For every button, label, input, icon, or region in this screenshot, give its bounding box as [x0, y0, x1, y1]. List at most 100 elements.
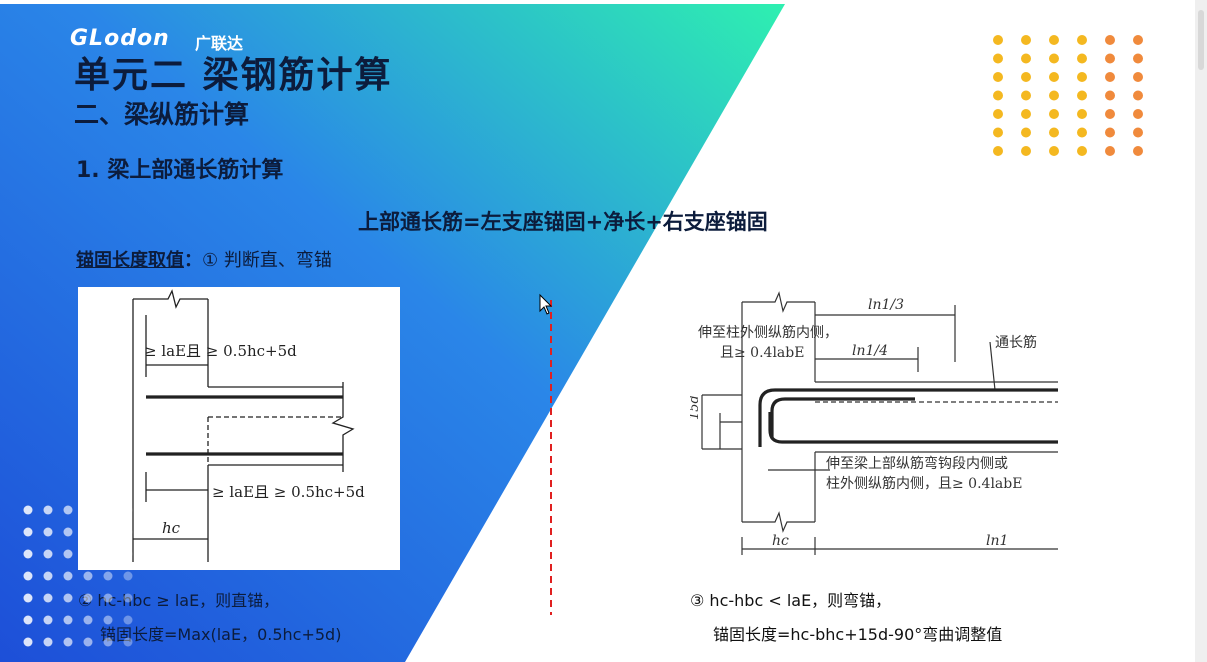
hc-label: hc	[772, 533, 789, 549]
decorative-dot	[1077, 127, 1087, 138]
decorative-dot	[23, 549, 33, 559]
decorative-dot	[83, 593, 93, 603]
decorative-dot	[83, 549, 93, 559]
top-second-bar	[770, 397, 915, 437]
decorative-dot	[83, 505, 93, 515]
decorative-dot	[23, 637, 33, 647]
decorative-dot	[23, 593, 33, 603]
anchor-label-colon: ：	[184, 250, 202, 271]
decorative-dot	[1021, 90, 1031, 101]
decorative-dot	[43, 571, 53, 581]
straight-anchor-svg: ≥ laE且 ≥ 0.5hc+5d ≥ laE且 ≥ 0.5hc+5d hc	[132, 289, 365, 562]
decorative-dot	[43, 637, 53, 647]
case3-line2: 锚固长度=hc-bhc+15d-90°弯曲调整值	[713, 625, 1003, 644]
decorative-dot	[1105, 127, 1115, 138]
decorative-dot	[43, 527, 53, 537]
bottom-dimension-label: ≥ laE且 ≥ 0.5hc+5d	[212, 483, 365, 501]
dim-15d-label: 15d	[690, 395, 702, 420]
bent-anchor-diagram: ln1/3 伸至柱外侧纵筋内侧， 且≥ 0.4labE ln1/4 通长筋 15…	[687, 287, 1062, 557]
decorative-dot	[123, 527, 133, 537]
decorative-dot	[1105, 146, 1115, 156]
decorative-dot	[63, 637, 73, 647]
decorative-dot	[1021, 35, 1031, 45]
decorative-dot	[1077, 109, 1087, 119]
decorative-dot	[1133, 127, 1143, 138]
note-top-line1: 伸至柱外侧纵筋内侧，	[698, 324, 838, 341]
decorative-dot	[23, 571, 33, 581]
decorative-dot	[83, 637, 93, 647]
decorative-dot	[123, 549, 133, 559]
decorative-dot	[123, 593, 133, 603]
decorative-dot	[43, 549, 53, 559]
ln1-4-label: ln1/4	[852, 343, 888, 359]
decorative-dot	[103, 571, 113, 581]
decorative-dot	[23, 505, 33, 515]
note-bottom-line2: 柱外侧纵筋内侧，且≥ 0.4labE	[826, 475, 1022, 492]
decorative-dot	[1133, 146, 1143, 156]
decorative-dot	[103, 637, 113, 647]
decorative-dot	[63, 593, 73, 603]
decorative-dot	[1049, 127, 1059, 138]
decorative-dot	[43, 505, 53, 515]
decorative-dot	[103, 593, 113, 603]
decorative-dot	[83, 615, 93, 625]
decorative-dots-top-right	[993, 35, 1143, 156]
scrollbar-thumb[interactable]	[1198, 10, 1204, 70]
page-title: 单元二 梁钢筋计算	[74, 55, 393, 96]
bent-anchor-svg: ln1/3 伸至柱外侧纵筋内侧， 且≥ 0.4labE ln1/4 通长筋 15…	[687, 291, 1058, 555]
mouse-cursor-icon	[539, 293, 553, 315]
decorative-dot	[1105, 53, 1115, 64]
decorative-dot	[1077, 90, 1087, 101]
decorative-dot	[1133, 90, 1143, 101]
decorative-dot	[1049, 35, 1059, 45]
page-subtitle: 二、梁纵筋计算	[74, 100, 250, 129]
decorative-dot	[63, 615, 73, 625]
anchor-label: 锚固长度取值：① 判断直、弯锚	[76, 246, 332, 272]
glodon-logo-cn: 广联达	[195, 34, 244, 53]
decorative-dot	[103, 527, 113, 537]
decorative-dot	[63, 571, 73, 581]
decorative-dot	[83, 527, 93, 537]
decorative-dot	[1133, 109, 1143, 119]
scrollbar[interactable]	[1195, 0, 1207, 662]
decorative-dot	[123, 615, 133, 625]
decorative-dot	[63, 505, 73, 515]
decorative-dot	[83, 571, 93, 581]
decorative-dot	[23, 615, 33, 625]
decorative-dot	[1021, 127, 1031, 138]
decorative-dot	[123, 571, 133, 581]
decorative-dot	[103, 549, 113, 559]
decorative-dot	[63, 549, 73, 559]
decorative-dot	[1105, 35, 1115, 45]
decorative-dot	[1077, 53, 1087, 64]
note-bottom-line1: 伸至梁上部纵筋弯钩段内侧或	[826, 455, 1008, 472]
decorative-dot	[993, 127, 1003, 138]
decorative-dot	[123, 637, 133, 647]
section-title: 1. 梁上部通长筋计算	[76, 158, 284, 183]
decorative-dot	[1105, 109, 1115, 119]
decorative-dot	[43, 615, 53, 625]
decorative-dot	[1077, 35, 1087, 45]
case2-line1: ② hc-hbc ≥ laE，则直锚，	[78, 591, 280, 610]
straight-anchor-diagram: ≥ laE且 ≥ 0.5hc+5d ≥ laE且 ≥ 0.5hc+5d hc	[78, 287, 400, 570]
decorative-dot	[103, 615, 113, 625]
decorative-dot	[1049, 90, 1059, 101]
through-bar-label: 通长筋	[995, 334, 1037, 351]
decorative-dot	[63, 527, 73, 537]
ln1-3-label: ln1/3	[868, 297, 904, 313]
decorative-dot	[1021, 109, 1031, 119]
top-dimension-label: ≥ laE且 ≥ 0.5hc+5d	[144, 342, 297, 360]
decorative-dot	[1133, 35, 1143, 45]
glodon-logo: GLodon	[70, 26, 170, 51]
anchor-label-emphasis: 锚固长度取值	[76, 250, 184, 271]
decorative-dot	[993, 90, 1003, 101]
decorative-dot	[1049, 146, 1059, 156]
decorative-dot	[1077, 146, 1087, 156]
case3-line1: ③ hc-hbc < laE，则弯锚，	[690, 591, 892, 610]
decorative-dot	[103, 505, 113, 515]
anchor-label-rest: ① 判断直、弯锚	[202, 250, 332, 271]
decorative-dot	[1105, 72, 1115, 82]
decorative-dot	[1133, 53, 1143, 64]
decorative-dot	[993, 53, 1003, 64]
